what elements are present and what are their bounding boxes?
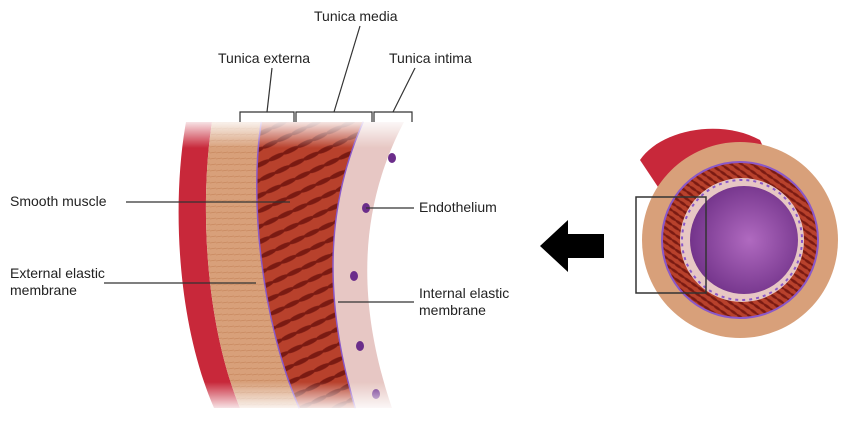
arrow-left-icon (540, 220, 604, 272)
label-external-elastic-line2: membrane (10, 282, 105, 299)
vessel-cross-section (636, 129, 838, 338)
label-endothelium: Endothelium (419, 199, 497, 216)
label-tunica-externa: Tunica externa (218, 50, 310, 67)
label-smooth-muscle: Smooth muscle (10, 193, 106, 210)
label-tunica-media: Tunica media (314, 8, 398, 25)
layer-brackets (240, 26, 415, 122)
label-internal-elastic-line2: membrane (419, 302, 509, 319)
endothelial-nucleus (356, 341, 364, 351)
label-external-elastic-membrane: External elastic membrane (10, 265, 105, 299)
endothelial-nucleus (388, 153, 396, 163)
label-tunica-intima: Tunica intima (389, 50, 472, 67)
wall-cross-section (170, 118, 420, 412)
label-external-elastic-line1: External elastic (10, 265, 105, 282)
endothelial-nucleus (350, 271, 358, 281)
label-internal-elastic-membrane: Internal elastic membrane (419, 285, 509, 319)
label-internal-elastic-line1: Internal elastic (419, 285, 509, 302)
